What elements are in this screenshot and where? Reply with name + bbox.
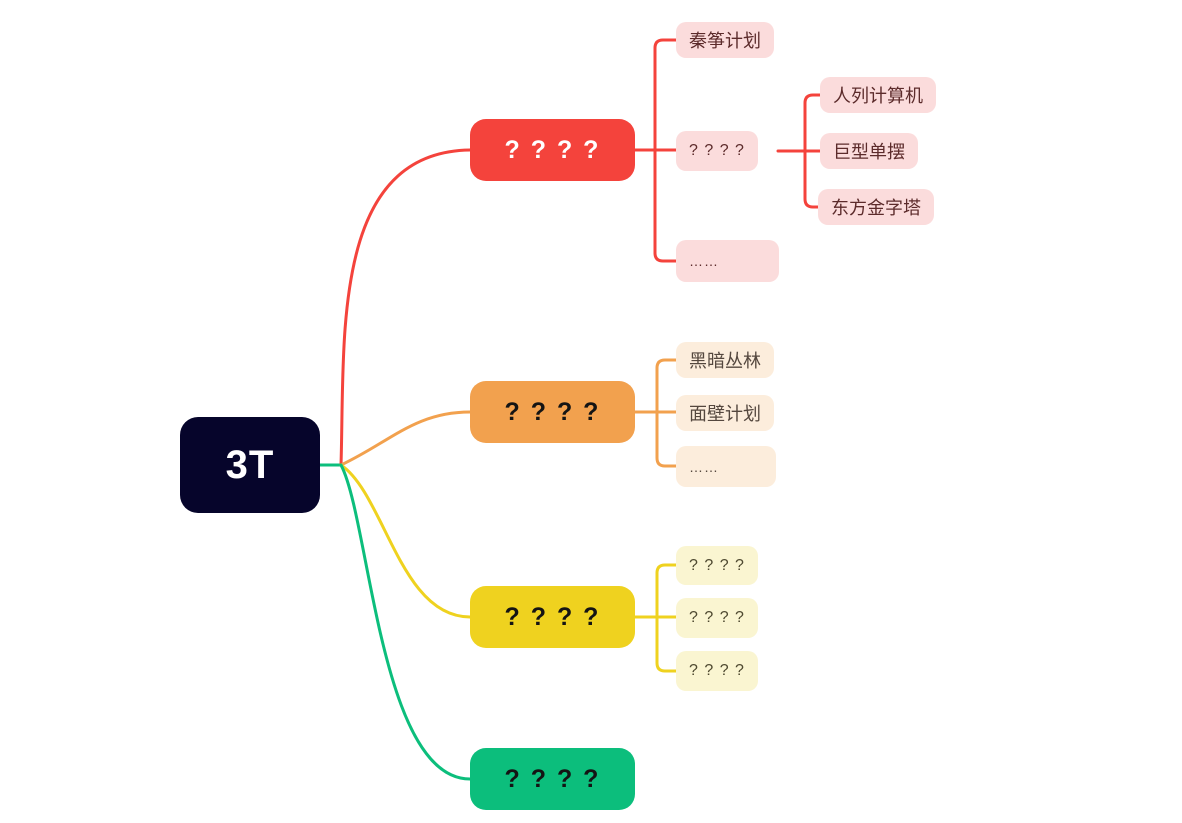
node-red-ellipsis[interactable]: …… <box>676 240 779 282</box>
node-red-question-child[interactable]: ? ? ? ? <box>676 131 758 171</box>
branch-orange-connector <box>339 410 472 467</box>
branch-green-connector <box>339 463 472 781</box>
branch-red-connector <box>339 148 472 467</box>
branch-node-green[interactable]: ? ? ? ? <box>470 748 635 810</box>
node-oriental-pyramid[interactable]: 东方金字塔 <box>818 189 934 225</box>
red-grandchildren-connector <box>776 93 822 209</box>
node-giant-pendulum[interactable]: 巨型单摆 <box>820 133 918 169</box>
branch-node-red[interactable]: ? ? ? ? <box>470 119 635 181</box>
node-qin-zheng-plan[interactable]: 秦筝计划 <box>676 22 774 58</box>
red-children-connector <box>633 38 678 263</box>
branch-node-yellow[interactable]: ? ? ? ? <box>470 586 635 648</box>
node-yellow-question-child-2[interactable]: ? ? ? ? <box>676 598 758 638</box>
branch-yellow-connector <box>339 463 472 619</box>
root-node[interactable]: 3T <box>180 417 320 513</box>
node-orange-ellipsis[interactable]: …… <box>676 446 776 487</box>
node-yellow-question-child-1[interactable]: ? ? ? ? <box>676 546 758 585</box>
node-dark-forest[interactable]: 黑暗丛林 <box>676 342 774 378</box>
orange-children-connector <box>632 358 678 468</box>
branch-node-orange[interactable]: ? ? ? ? <box>470 381 635 443</box>
node-human-computer[interactable]: 人列计算机 <box>820 77 936 113</box>
node-wallfacer-plan[interactable]: 面壁计划 <box>676 395 774 431</box>
yellow-children-connector <box>633 563 678 673</box>
node-yellow-question-child-3[interactable]: ? ? ? ? <box>676 651 758 691</box>
